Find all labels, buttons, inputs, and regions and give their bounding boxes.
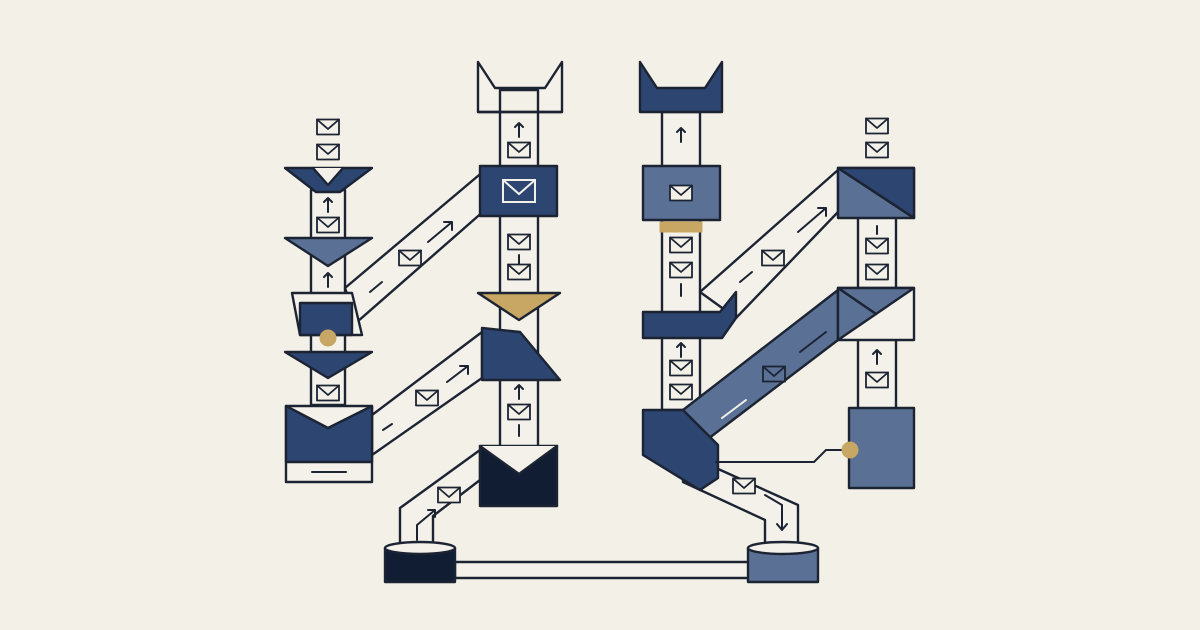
database-cylinder-right: [746, 540, 820, 584]
envelope-icon: [761, 249, 785, 267]
envelope-icon: [669, 236, 693, 254]
envelope-icon: [669, 261, 693, 279]
connector-dot-icon: [841, 441, 859, 459]
envelope-icon: [669, 359, 693, 377]
column-d: [715, 117, 916, 490]
arrow-icon: [427, 221, 453, 243]
envelope-icon: [732, 477, 756, 495]
envelope-icon: [865, 371, 889, 389]
diagonal-pipe-upper-left: [343, 168, 487, 324]
envelope-icon: [316, 216, 340, 234]
envelope-icon: [507, 233, 531, 251]
envelope-icon: [437, 486, 461, 504]
envelope-icon: [316, 118, 340, 136]
funnel-icon: [283, 236, 374, 268]
envelope-icon: [507, 263, 531, 281]
arrow-icon: [764, 494, 788, 531]
envelope-icon: [669, 184, 693, 202]
envelope-icon: [865, 141, 889, 159]
envelope-icon: [865, 237, 889, 255]
funnel-icon: [283, 350, 374, 380]
envelope-icon: [316, 143, 340, 161]
column-a: [283, 118, 374, 484]
envelope-icon: [415, 389, 439, 407]
funnel-icon: [476, 60, 564, 114]
inbox-flap: [478, 444, 559, 476]
envelope-icon: [865, 117, 889, 135]
envelope-icon: [502, 179, 536, 203]
envelope-icon: [398, 249, 422, 267]
junction-icon: [641, 290, 738, 340]
envelope-icon: [669, 383, 693, 401]
horizontal-pipe-bottom: [453, 560, 752, 580]
envelope-icon: [316, 384, 340, 402]
envelope-block: [478, 164, 559, 218]
junction-icon: [480, 326, 562, 382]
inbox-icon: [284, 404, 374, 464]
database-cylinder-left: [383, 540, 457, 584]
funnel-icon: [638, 60, 724, 114]
gold-band: [659, 221, 703, 233]
envelope-icon: [762, 365, 786, 383]
funnel-icon: [476, 291, 562, 322]
envelope-icon: [507, 403, 531, 421]
inbox-icon: [847, 406, 916, 490]
connector-dot-icon: [319, 329, 337, 347]
envelope-icon: [865, 263, 889, 281]
column-c: [638, 60, 738, 492]
funnel-notch: [311, 166, 345, 187]
arrow-icon: [446, 365, 469, 383]
column-b: [476, 60, 564, 508]
junction-icon: [641, 408, 720, 492]
arrow-icon: [797, 207, 827, 233]
arrow-icon: [416, 509, 436, 541]
envelope-icon: [507, 141, 531, 159]
pipe-contents: [369, 207, 827, 541]
connector-line: [715, 449, 850, 463]
